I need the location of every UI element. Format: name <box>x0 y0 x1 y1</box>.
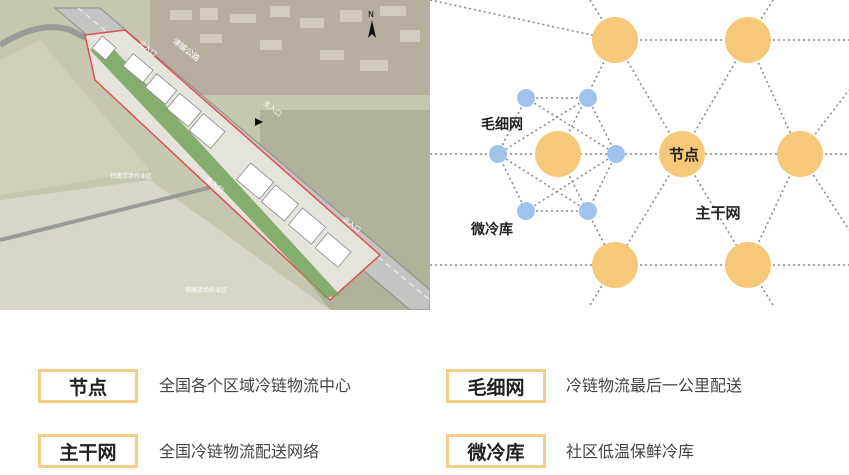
network-link <box>430 0 616 41</box>
micro-storage-node <box>517 202 535 220</box>
hub-node <box>725 17 771 63</box>
label-trunk: 主干网 <box>695 204 740 222</box>
green-belt <box>90 45 340 298</box>
label-micro-storage: 微冷库 <box>470 221 513 238</box>
label-rail-area-upper: 铁路货场作业区 <box>110 172 152 180</box>
legend-desc-trunk: 全国冷链物流配送网络 <box>159 442 320 461</box>
network-link <box>799 89 849 155</box>
micro-storage-node <box>579 202 597 220</box>
network-link <box>587 97 617 155</box>
network-link <box>497 97 527 155</box>
compass-icon: N <box>368 10 376 38</box>
entrance-arrow-icon <box>255 118 263 126</box>
micro-storage-node <box>489 145 507 163</box>
legend-desc-node: 全国各个区域冷链物流中心 <box>159 376 352 395</box>
hub-node <box>725 242 771 288</box>
legend-desc-capillary: 冷链物流最后一公里配送 <box>566 376 743 395</box>
legend-term-node: 节点 <box>38 369 138 403</box>
hub-node <box>659 131 705 177</box>
site-plan-map: 北入口 津榆公路 主入口 北入口 北入口 铁路货场作业区 铁路货场作业区 N <box>0 0 430 310</box>
legend-term-micro-storage: 微冷库 <box>446 434 546 468</box>
legend-desc-micro-storage: 社区低温保鲜冷库 <box>566 442 695 461</box>
micro-storage-node <box>517 89 535 107</box>
label-capillary: 毛细网 <box>481 116 523 133</box>
hub-node <box>592 242 638 288</box>
hub-node <box>592 17 638 63</box>
legend-term-capillary: 毛细网 <box>446 369 546 403</box>
micro-storage-node <box>607 145 625 163</box>
label-node: 节点 <box>669 146 699 164</box>
hub-node <box>777 131 823 177</box>
warehouse-buildings <box>91 35 352 268</box>
rail-curve <box>0 24 92 48</box>
svg-text:N: N <box>368 10 374 19</box>
legend-term-trunk: 主干网 <box>38 434 138 468</box>
hub-node <box>535 131 581 177</box>
cold-chain-network-diagram: 毛细网 节点 微冷库 主干网 <box>430 0 849 306</box>
network-link <box>497 153 527 212</box>
village-blocks <box>170 6 420 71</box>
network-link <box>587 153 617 212</box>
upper-left-field <box>0 40 150 195</box>
label-rail-area-lower: 铁路货场作业区 <box>185 286 227 294</box>
lower-field <box>0 180 330 310</box>
micro-storage-node <box>579 89 597 107</box>
rail-line <box>0 178 241 242</box>
network-nodes <box>489 17 823 288</box>
